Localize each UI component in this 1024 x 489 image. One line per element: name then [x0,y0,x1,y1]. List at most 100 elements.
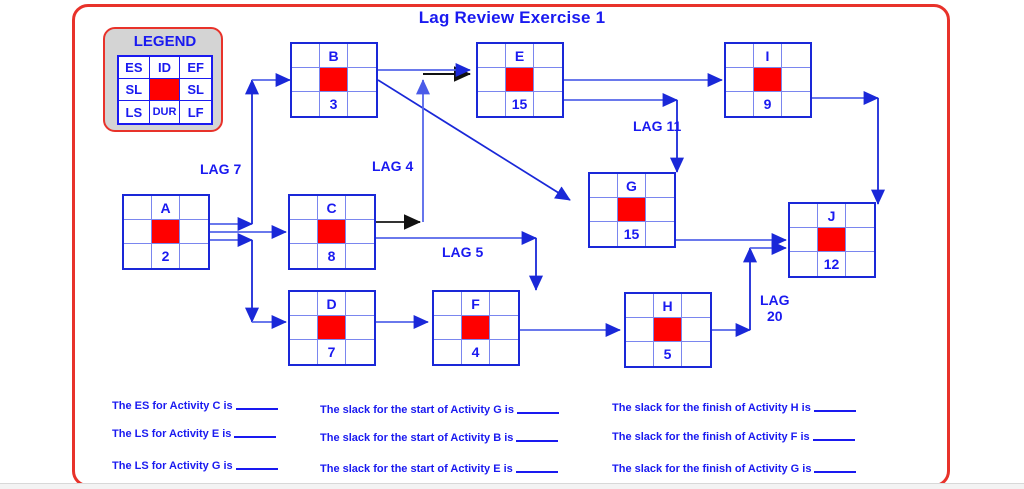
node-d-es [290,292,318,316]
legend-box: LEGEND ES ID EF SL SL LS DUR LF [103,27,223,132]
legend-cell-es: ES [119,57,150,79]
lag-label-11: LAG 11 [633,118,682,134]
node-g-dur: 15 [618,222,646,246]
node-d-id: D [318,292,346,316]
lag-label-20-line1: LAG [760,292,790,308]
node-d-lf [346,340,374,364]
node-f-ef [490,292,518,316]
answer-blank[interactable] [812,439,855,441]
activity-node-h[interactable]: H 5 [624,292,712,368]
node-c-es [290,196,318,220]
node-a-ef [180,196,208,220]
question-c3-r3: The slack for the finish of Activity G i… [612,463,857,475]
activity-node-e[interactable]: E 15 [476,42,564,118]
activity-node-g[interactable]: G 15 [588,172,676,248]
node-g-ef [646,174,674,198]
node-g-id: G [618,174,646,198]
node-g-es [590,174,618,198]
activity-node-a[interactable]: A 2 [122,194,210,270]
node-d-ls [290,340,318,364]
lag-label-7: LAG 7 [200,161,242,177]
node-a-ls [124,244,152,268]
node-d-marker [318,316,346,340]
activity-node-j[interactable]: J 12 [788,202,876,278]
node-e-es [478,44,506,68]
node-i-lf [782,92,810,116]
node-i-ef [782,44,810,68]
node-d-ef [346,292,374,316]
activity-node-b[interactable]: B 3 [290,42,378,118]
node-a-lf [180,244,208,268]
node-i-sl-right [782,68,810,92]
node-c-id: C [318,196,346,220]
answer-blank[interactable] [813,410,856,412]
question-c2-r3: The slack for the start of Activity E is [320,463,558,475]
answer-blank[interactable] [234,436,277,438]
node-f-sl-right [490,316,518,340]
legend-cell-ef: EF [180,57,211,79]
node-a-id: A [152,196,180,220]
node-j-id: J [818,204,846,228]
node-i-id: I [754,44,782,68]
node-g-ls [590,222,618,246]
answer-blank[interactable] [235,408,278,410]
node-j-ef [846,204,874,228]
node-e-lf [534,92,562,116]
node-e-sl-left [478,68,506,92]
node-g-lf [646,222,674,246]
question-c1-r1-text: The ES for Activity C is [112,400,233,412]
node-e-sl-right [534,68,562,92]
lag-label-20: LAG 20 [760,292,790,324]
node-h-marker [654,318,682,342]
node-c-sl-right [346,220,374,244]
answer-blank[interactable] [516,440,559,442]
node-h-ls [626,342,654,366]
node-b-lf [348,92,376,116]
question-c1-r2: The LS for Activity E is [112,428,277,440]
answer-blank[interactable] [235,468,278,470]
node-j-dur: 12 [818,252,846,276]
legend-title: LEGEND [133,33,197,50]
activity-node-c[interactable]: C 8 [288,194,376,270]
node-e-ls [478,92,506,116]
answer-blank[interactable] [516,412,559,414]
question-c2-r2-text: The slack for the start of Activity B is [320,432,514,444]
node-b-dur: 3 [320,92,348,116]
node-d-sl-left [290,316,318,340]
node-e-dur: 15 [506,92,534,116]
node-c-ls [290,244,318,268]
page-title: Lag Review Exercise 1 [418,8,606,27]
node-i-es [726,44,754,68]
activity-node-d[interactable]: D 7 [288,290,376,366]
answer-blank[interactable] [515,471,558,473]
answer-blank[interactable] [814,471,857,473]
lag-label-4: LAG 4 [372,158,414,174]
node-j-es [790,204,818,228]
node-c-ef [346,196,374,220]
question-c3-r2: The slack for the finish of Activity F i… [612,431,855,443]
node-a-sl-right [180,220,208,244]
activity-node-i[interactable]: I 9 [724,42,812,118]
node-d-sl-right [346,316,374,340]
lag-label-20-line2: 20 [766,308,783,325]
node-b-ef [348,44,376,68]
node-d-dur: 7 [318,340,346,364]
node-b-ls [292,92,320,116]
question-c3-r1: The slack for the finish of Activity H i… [612,402,856,414]
lag-label-5: LAG 5 [442,244,484,260]
bottom-scroll-strip [0,483,1024,489]
node-f-id: F [462,292,490,316]
node-c-sl-left [290,220,318,244]
node-i-ls [726,92,754,116]
node-h-sl-left [626,318,654,342]
node-b-marker [320,68,348,92]
node-e-marker [506,68,534,92]
activity-node-f[interactable]: F 4 [432,290,520,366]
node-f-marker [462,316,490,340]
node-f-sl-left [434,316,462,340]
node-h-sl-right [682,318,710,342]
node-c-lf [346,244,374,268]
node-h-es [626,294,654,318]
legend-grid: ES ID EF SL SL LS DUR LF [117,55,213,125]
